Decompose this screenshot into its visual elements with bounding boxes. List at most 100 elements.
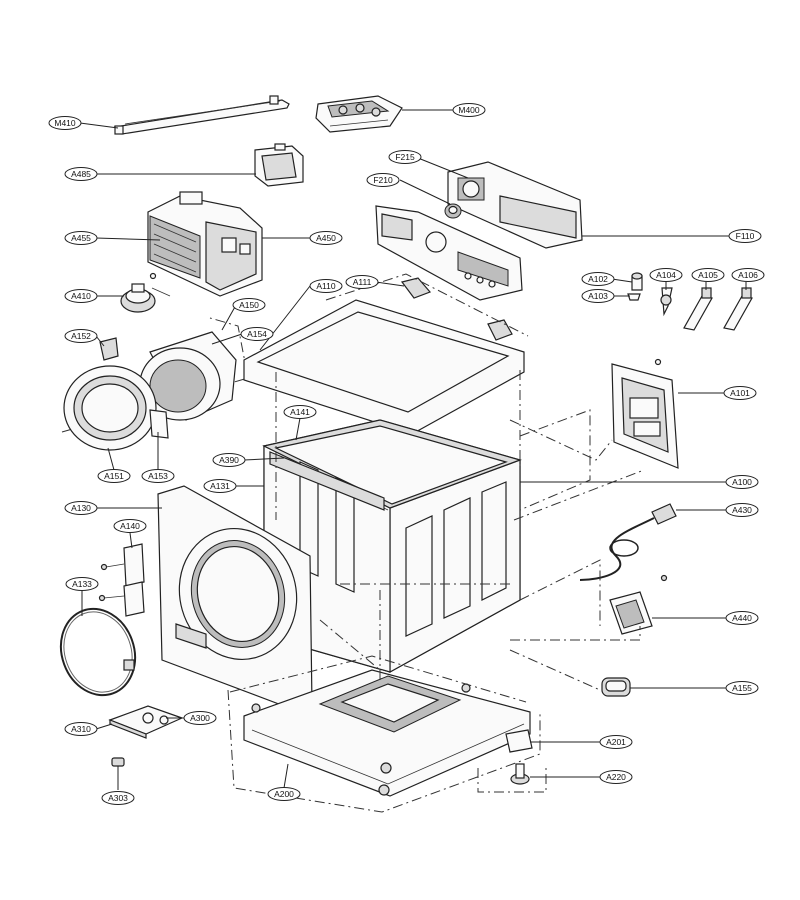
leader-lines (79, 109, 747, 790)
svg-text:A141: A141 (290, 407, 310, 417)
svg-text:A100: A100 (732, 477, 752, 487)
svg-text:A220: A220 (606, 772, 626, 782)
svg-text:A140: A140 (120, 521, 140, 531)
svg-text:M410: M410 (54, 118, 76, 128)
callout-a101: A101 (723, 386, 757, 400)
part-a103-clip (627, 293, 641, 301)
part-a200-base (243, 669, 531, 797)
part-a485-pcb (254, 143, 304, 187)
part-a102-cap (631, 272, 643, 291)
svg-text:A200: A200 (274, 789, 294, 799)
svg-text:A151: A151 (104, 471, 124, 481)
svg-text:A154: A154 (247, 329, 267, 339)
callout-a200: A200 (267, 787, 301, 801)
svg-text:M400: M400 (458, 105, 480, 115)
callout-a430: A430 (725, 503, 759, 517)
callout-a455: A455 (64, 231, 98, 245)
part-a150-door-frame (61, 317, 249, 433)
part-m410-bracket (113, 95, 290, 135)
callout-a104: A104 (649, 268, 683, 282)
svg-text:A300: A300 (190, 713, 210, 723)
svg-text:A440: A440 (732, 613, 752, 623)
callout-a150: A150 (232, 298, 266, 312)
svg-text:A130: A130 (71, 503, 91, 513)
part-a105-damper (683, 287, 713, 331)
callout-a131: A131 (203, 479, 237, 493)
part-a106-damper (723, 287, 753, 331)
svg-text:A102: A102 (588, 274, 608, 284)
part-a201-bracket (505, 729, 533, 753)
part-a104-valve (660, 287, 673, 317)
svg-text:A455: A455 (71, 233, 91, 243)
part-a110-top-plate (243, 277, 525, 435)
part-a303-screw (111, 757, 125, 767)
callout-a110: A110 (309, 279, 343, 293)
svg-text:A150: A150 (239, 300, 259, 310)
callout-a152: A152 (64, 329, 98, 343)
callout-a153: A153 (141, 469, 175, 483)
callout-a155: A155 (725, 681, 759, 695)
svg-text:A310: A310 (71, 724, 91, 734)
callout-m400: M400 (452, 103, 486, 117)
svg-text:F210: F210 (373, 175, 393, 185)
svg-text:F110: F110 (736, 231, 755, 241)
callout-a303: A303 (101, 791, 135, 805)
part-a440-filter (609, 574, 668, 635)
callout-a485: A485 (64, 167, 98, 181)
svg-text:A104: A104 (656, 270, 676, 280)
callout-a310: A310 (64, 722, 98, 736)
part-a101-cover (611, 358, 679, 469)
part-m400-assembly (315, 95, 403, 133)
callout-a410: A410 (64, 289, 98, 303)
svg-text:A131: A131 (210, 481, 230, 491)
part-a153-glass (149, 409, 169, 439)
svg-text:A106: A106 (738, 270, 758, 280)
callout-f110: F110 (728, 229, 762, 243)
callout-a220: A220 (599, 770, 633, 784)
part-a310-a300-cover (108, 705, 184, 739)
part-a152-hinge (99, 337, 119, 361)
part-a133-clamp (59, 607, 137, 697)
svg-text:A101: A101 (730, 388, 750, 398)
part-a455-a450-module (147, 191, 263, 297)
svg-text:A105: A105 (698, 270, 718, 280)
svg-text:A485: A485 (71, 169, 91, 179)
callout-a133: A133 (65, 577, 99, 591)
part-a140-hinges (98, 543, 145, 617)
callout-a450: A450 (309, 231, 343, 245)
svg-text:F215: F215 (395, 152, 415, 162)
part-a430-cord (579, 503, 677, 581)
callout-f210: F210 (366, 173, 400, 187)
svg-text:A390: A390 (219, 455, 239, 465)
part-a155-cap (601, 677, 631, 697)
part-f110-panel (447, 161, 583, 249)
svg-text:A153: A153 (148, 471, 168, 481)
callout-f215: F215 (388, 150, 422, 164)
svg-text:A152: A152 (71, 331, 91, 341)
callout-a151: A151 (97, 469, 131, 483)
callout-a300: A300 (183, 711, 217, 725)
callout-a154: A154 (240, 327, 274, 341)
callout-a105: A105 (691, 268, 725, 282)
part-a151-door-ring (63, 365, 157, 451)
part-a100-cabinet (262, 419, 522, 674)
assembly-guide-lines (227, 273, 645, 813)
svg-text:A450: A450 (316, 233, 336, 243)
part-a410-switch (120, 272, 171, 313)
part-a220-foot (510, 763, 530, 785)
svg-text:A430: A430 (732, 505, 752, 515)
part-f210-knob (444, 203, 462, 219)
callout-a390: A390 (212, 453, 246, 467)
callout-a141: A141 (283, 405, 317, 419)
svg-text:A201: A201 (606, 737, 626, 747)
callout-a130: A130 (64, 501, 98, 515)
svg-text:A103: A103 (588, 291, 608, 301)
callout-a106: A106 (731, 268, 765, 282)
callout-a100: A100 (725, 475, 759, 489)
svg-text:A155: A155 (732, 683, 752, 693)
callout-a111: A111 (345, 275, 379, 289)
callout-m410: M410 (48, 116, 82, 130)
svg-text:A111: A111 (353, 277, 372, 287)
svg-text:A303: A303 (108, 793, 128, 803)
